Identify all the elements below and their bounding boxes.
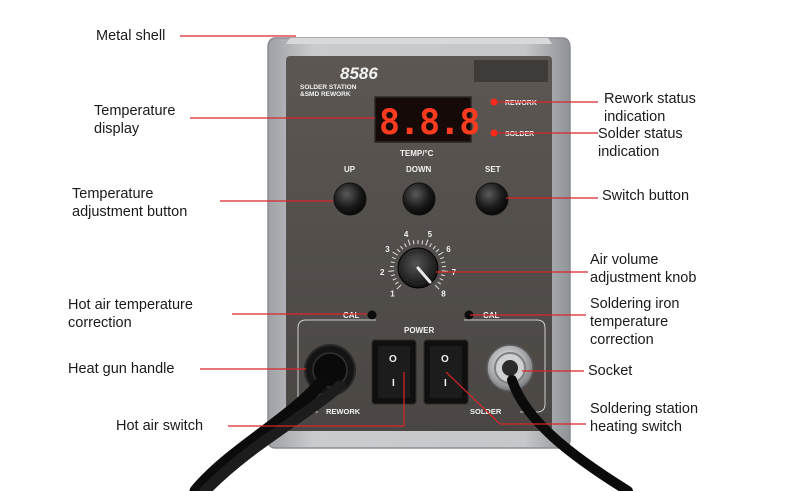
solder-switch-off: O [441, 354, 449, 365]
label-rework-status-indication: Rework status indication [604, 91, 696, 125]
solder-switch-on: I [444, 378, 447, 389]
knob-scale-number: 1 [390, 290, 395, 299]
label-air-volume-adjustment-knob: Air volume adjustment knob [590, 252, 697, 286]
label-hot-air-temperature-correction: Hot air temperature correction [68, 297, 193, 331]
solder-section-frame [464, 319, 546, 413]
heat-gun-cable-shadow [199, 380, 346, 491]
knob-scale-tick [434, 284, 440, 290]
rework-led [490, 98, 498, 106]
cal-right-hole[interactable] [464, 310, 474, 320]
knob-scale-tick [400, 245, 404, 250]
knob-scale-tick [392, 277, 397, 281]
subtitle-line1: SOLDER STATION [300, 84, 357, 91]
knob-indicator [416, 266, 432, 284]
label-switch-button: Switch button [602, 188, 690, 204]
label-hot-air-switch: Hot air switch [116, 418, 204, 434]
knob-scale-tick [432, 245, 436, 250]
down-button-label: DOWN [406, 165, 432, 174]
label-soldering-iron-temperature-correction: Soldering iron temperature correction [590, 296, 680, 348]
socket-core [502, 360, 518, 376]
hot-air-switch[interactable] [378, 346, 410, 398]
leader-soldering-heating-switch [445, 371, 586, 425]
knob-scale-number: 4 [404, 230, 409, 239]
panel-shadow-strip [474, 60, 548, 82]
power-label: POWER [404, 326, 434, 335]
cal-left-label: CAL [343, 311, 360, 320]
knob-scale-tick [390, 274, 396, 277]
solder-section-label: SOLDER [470, 407, 502, 416]
knob-scale-tick [441, 270, 448, 272]
set-button-label: SET [485, 165, 501, 174]
knob-scale-tick [421, 240, 424, 245]
up-button[interactable] [333, 182, 367, 216]
label-metal-shell: Metal shell [96, 28, 166, 44]
rework-led-label: REWORK [505, 100, 537, 107]
cal-left-hole[interactable] [367, 310, 377, 320]
knob-scale-tick [440, 274, 446, 277]
rework-section-label: REWORK [326, 407, 361, 416]
knob-scale-tick [394, 281, 399, 285]
label-solder-status-indication: Solder status indication [598, 126, 683, 160]
model-number: 8586 [340, 64, 378, 83]
soldering-iron-cable [507, 375, 633, 491]
knob-scale-tick [438, 251, 444, 256]
knob-scale-tick [388, 270, 395, 272]
knob-scale-number: 6 [446, 245, 451, 254]
knob-scale-tick [429, 243, 432, 248]
solder-led [490, 129, 498, 137]
knob-scale-tick [391, 256, 396, 260]
hot-air-switch-on: I [392, 378, 395, 389]
knob-scale-tick [439, 277, 444, 281]
knob-scale-tick [396, 284, 402, 290]
front-panel [286, 56, 552, 431]
knob-scale-number: 5 [428, 230, 433, 239]
set-button[interactable] [475, 182, 509, 216]
display-caption: TEMP/°C [400, 149, 434, 158]
heat-gun-cable [189, 375, 329, 491]
hot-air-switch-off: O [389, 354, 397, 365]
knob-ridges [401, 251, 435, 285]
knob-scale-tick [407, 239, 411, 246]
knob-scale-tick [404, 243, 407, 248]
label-heat-gun-handle: Heat gun handle [68, 361, 175, 377]
knob-scale-tick [440, 256, 445, 260]
down-button[interactable] [402, 182, 436, 216]
knob-scale-number: 2 [380, 268, 385, 277]
knob-scale-tick [392, 251, 398, 256]
solder-led-label: SOLDER [505, 131, 534, 138]
shell-top-edge [286, 38, 552, 44]
knob-scale-number: 3 [385, 245, 390, 254]
label-socket: Socket [588, 363, 633, 379]
subtitle-line2: &SMD REWORK [300, 91, 351, 98]
label-temperature-adjustment-button: Temperature adjustment button [72, 186, 188, 220]
temperature-display-window [374, 96, 472, 143]
knob-scale-tick [441, 261, 446, 264]
knob-scale-tick [390, 261, 395, 264]
knob-scale-number: 8 [441, 290, 446, 299]
knob-scale-tick [425, 239, 429, 246]
knob-scale-tick [435, 248, 440, 253]
knob-scale-tick [396, 248, 401, 253]
knob-scale-tick [412, 240, 415, 245]
label-temperature-display: Temperature display [94, 103, 176, 137]
leader-lines [180, 35, 598, 427]
knob-scale-tick [437, 281, 442, 285]
temperature-display-digits: 8.8.8 [379, 103, 479, 143]
up-button-label: UP [344, 165, 356, 174]
label-soldering-station-heating-switch: Soldering station heating switch [590, 401, 699, 435]
